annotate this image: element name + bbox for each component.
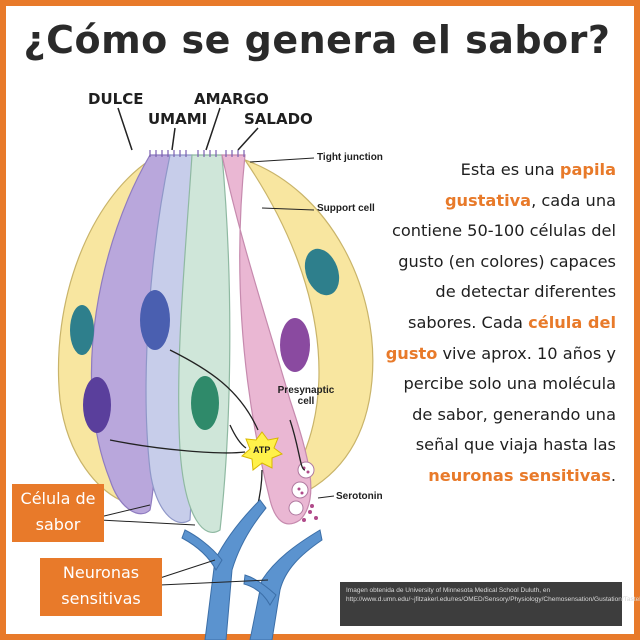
desc-text-3: vive aprox. 10 años y percibe solo una m… bbox=[403, 343, 616, 455]
page-title: ¿Cómo se genera el sabor? bbox=[23, 18, 611, 62]
desc-text-2: , cada una contiene 50-100 células del g… bbox=[391, 190, 616, 332]
label-amargo: AMARGO bbox=[194, 90, 269, 108]
nucleus-support-right bbox=[304, 248, 340, 296]
taste-cell-amargo bbox=[178, 154, 231, 533]
nucleus-amargo bbox=[191, 376, 219, 430]
annotation-lines bbox=[99, 157, 335, 586]
desc-text-1: Esta es una bbox=[460, 160, 560, 179]
label-dulce: DULCE bbox=[88, 90, 144, 108]
nucleus-support-left bbox=[70, 305, 94, 355]
desc-highlight-neuronas: neuronas sensitivas bbox=[428, 465, 611, 485]
label-serotonin: Serotonin bbox=[336, 491, 383, 502]
serotonin-dots bbox=[297, 466, 318, 522]
nucleus-dulce bbox=[83, 377, 111, 433]
description-text: Esta es una papila gustativa, cada una c… bbox=[380, 155, 616, 492]
desc-text-4: . bbox=[610, 465, 616, 485]
desc-highlight-celula: célula del gusto bbox=[385, 312, 616, 363]
nucleus-umami bbox=[140, 290, 170, 350]
label-umami: UMAMI bbox=[148, 110, 208, 128]
support-cell-right bbox=[243, 158, 374, 496]
signal-arrows bbox=[109, 349, 306, 516]
microvilli bbox=[149, 150, 245, 157]
label-presynaptic-cell: Presynaptic cell bbox=[277, 385, 335, 407]
label-tight-junction: Tight junction bbox=[317, 152, 383, 163]
label-atp: ATP bbox=[253, 445, 271, 455]
box-neuronas-sensitivas: Neuronas sensitivas bbox=[40, 558, 162, 616]
image-credit: Imagen obtenida de University of Minneso… bbox=[340, 582, 640, 626]
box-celula-de-sabor: Célula de sabor bbox=[12, 484, 104, 542]
label-support-cell: Support cell bbox=[317, 203, 375, 214]
label-salado: SALADO bbox=[244, 110, 313, 128]
sensory-neurons bbox=[181, 499, 323, 640]
label-pointers bbox=[117, 107, 259, 151]
desc-highlight-papila: papila gustativa bbox=[444, 160, 616, 210]
nucleus-salado bbox=[280, 318, 310, 372]
atp-star bbox=[240, 431, 284, 471]
taste-cell-salado bbox=[221, 154, 312, 525]
